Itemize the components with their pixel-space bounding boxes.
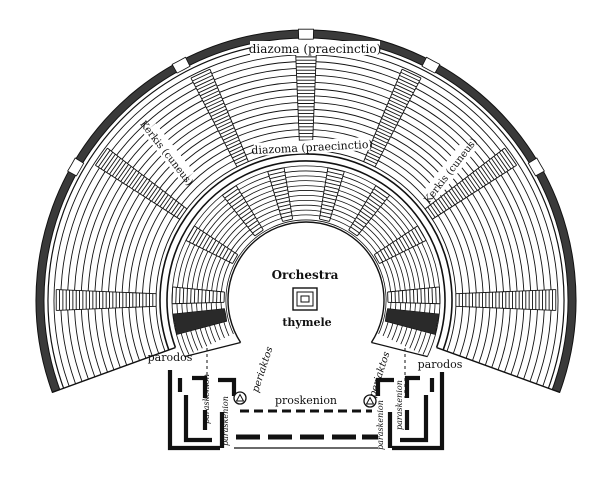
- seating-rows: [47, 41, 565, 394]
- lower-stair-3: [222, 185, 264, 237]
- upper-stair-3: [190, 68, 249, 168]
- cavea-end-2: [436, 346, 560, 394]
- lower-row-1: [171, 165, 441, 357]
- paraskenion-right-lower-label: paraskenion: [376, 400, 385, 450]
- periaktos-left-label: periaktos: [250, 345, 275, 394]
- upper-stair-2: [95, 147, 188, 220]
- lower-stair-8: [387, 286, 441, 305]
- paraskenion-left-upper-label: paraskenion: [202, 374, 211, 424]
- upper-stair-7: [455, 289, 557, 311]
- lower-stair-6: [348, 185, 390, 237]
- skene-left-outer: [167, 370, 220, 451]
- lower-stair-2: [185, 225, 239, 264]
- periaktos-right-symbol: [363, 394, 377, 408]
- skene-left-corner: [218, 377, 237, 396]
- outer-wall-gap-5: [527, 157, 545, 177]
- upper-stair-1: [55, 289, 157, 311]
- skene-right-corner: [375, 377, 394, 396]
- skene-right-outer: [392, 372, 445, 451]
- periaktos-left-symbol: [233, 391, 247, 405]
- inner-diazoma-label-group: diazoma (praecinctio): [251, 136, 373, 157]
- upper-stair-5: [363, 68, 422, 168]
- lower-stair-4: [267, 167, 294, 222]
- outer-wall-gap-3: [298, 28, 314, 40]
- cavea-end-1: [52, 346, 176, 394]
- upper-stair-4: [295, 49, 317, 151]
- lower-row-12: [225, 219, 387, 335]
- inner-diazoma-inner: [166, 160, 446, 348]
- lower-row-3: [181, 175, 431, 353]
- inner-diazoma-outer: [159, 153, 453, 351]
- paraskenion-right-upper-label: paraskenion: [395, 380, 404, 430]
- thymele-altar: [292, 287, 318, 311]
- outer-diazoma-label-group: diazoma (praecinctio): [249, 41, 382, 56]
- lower-wedge-left: [172, 308, 228, 336]
- parodos-right-label: parodos: [418, 358, 463, 371]
- skene-right-inner: [400, 395, 429, 443]
- paraskenion-left-lower-label: paraskenion: [221, 396, 230, 446]
- inner-diazoma-label: diazoma (praecinctio): [251, 138, 373, 157]
- lower-row-2: [176, 170, 436, 355]
- lower-row-6: [196, 190, 416, 347]
- lower-row-4: [186, 180, 426, 351]
- lower-row-9: [210, 204, 402, 341]
- lower-row-5: [191, 185, 421, 349]
- outer-wall-gap-4: [421, 56, 441, 74]
- orchestra-edge: [227, 221, 385, 343]
- lower-stair-1: [171, 286, 225, 305]
- lower-stair-5: [318, 167, 345, 222]
- stairways: [55, 49, 557, 336]
- lower-wedge-right: [384, 308, 440, 336]
- lower-row-10: [215, 209, 397, 339]
- lower-row-8: [205, 200, 407, 343]
- lower-end-1: [184, 341, 241, 358]
- outer-diazoma-label: diazoma (praecinctio): [249, 42, 382, 56]
- lower-end-2: [371, 341, 428, 358]
- lower-row-11: [220, 214, 392, 337]
- lower-stair-7: [373, 225, 427, 264]
- thymele-label: thymele: [282, 316, 331, 329]
- skene-right-top: [404, 375, 420, 398]
- skene-left-inner: [183, 395, 212, 443]
- outer-wall-gap-1: [67, 157, 85, 177]
- scene-building: [167, 348, 445, 451]
- outer-wall-gap-2: [171, 56, 191, 74]
- parodos-left-label: parodos: [148, 351, 193, 364]
- orchestra-label: Orchestra: [272, 268, 339, 282]
- skene-left-top: [192, 375, 208, 398]
- proskenion-label: proskenion: [275, 394, 337, 407]
- periaktos-right-label: periaktos: [367, 350, 392, 399]
- upper-stair-6: [424, 147, 517, 220]
- lower-row-7: [201, 194, 411, 345]
